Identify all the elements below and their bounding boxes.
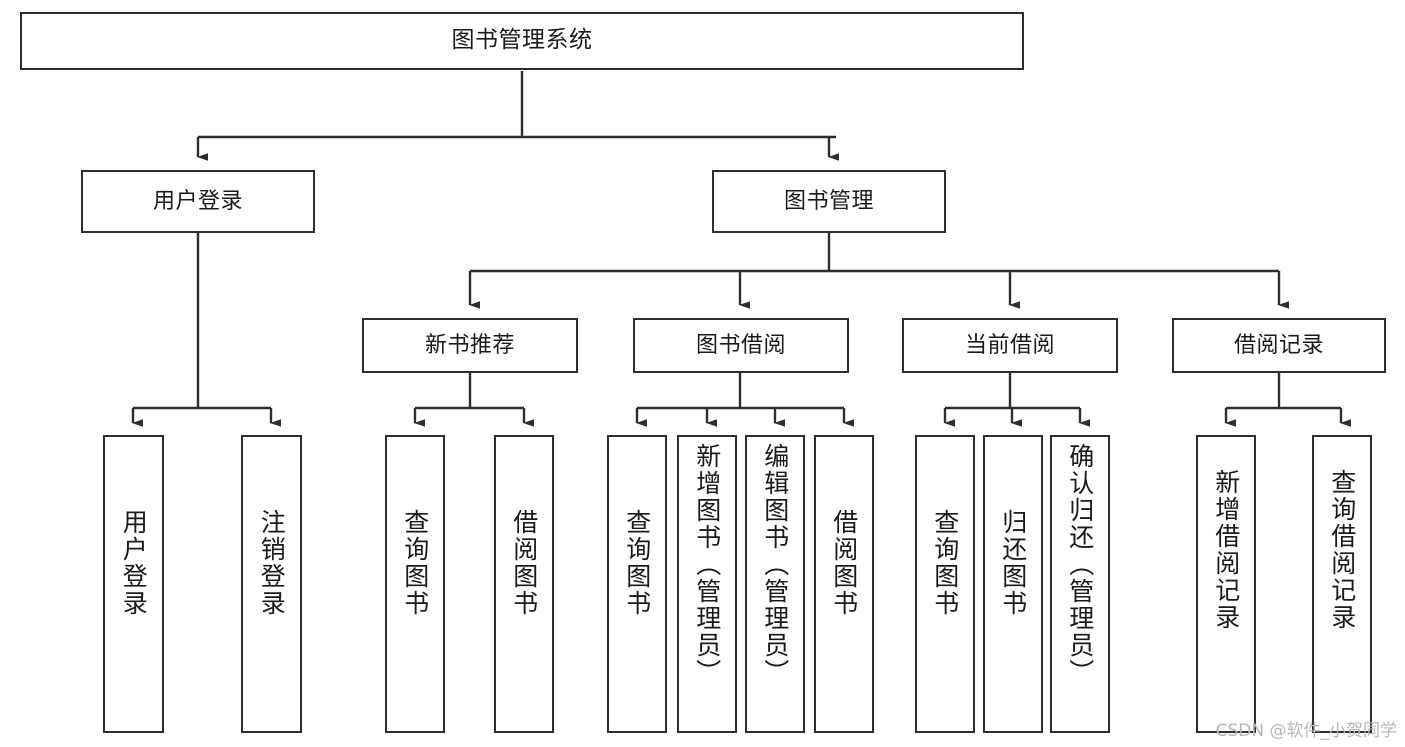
- edge-user-login-to-leaves: [131, 233, 281, 427]
- leaf-query-book-3-label: 查询图书: [930, 509, 960, 617]
- edge-new-book-recommend-to-leaves: [413, 373, 534, 427]
- node-current-borrow[interactable]: 当前借阅: [902, 318, 1118, 373]
- leaf-query-book-1[interactable]: 查询图书: [385, 435, 445, 733]
- leaf-edit-book-label: 编辑图书（管理员）: [760, 443, 790, 686]
- node-root[interactable]: 图书管理系统: [20, 12, 1024, 70]
- node-user-login-label: 用户登录: [152, 188, 243, 214]
- edge-borrow-record-to-leaves: [1224, 373, 1351, 427]
- leaf-logout-login[interactable]: 注销登录: [241, 435, 302, 733]
- node-book-manage[interactable]: 图书管理: [712, 170, 946, 233]
- node-book-borrow-label: 图书借阅: [695, 332, 786, 358]
- node-borrow-record-label: 借阅记录: [1233, 332, 1324, 358]
- node-current-borrow-label: 当前借阅: [964, 332, 1055, 358]
- edge-book-borrow-to-leaves: [635, 373, 854, 427]
- leaf-edit-book[interactable]: 编辑图书（管理员）: [745, 435, 805, 733]
- leaf-add-record[interactable]: 新增借阅记录: [1196, 435, 1256, 733]
- edge-book-manage-to-level3: [468, 233, 1289, 309]
- node-new-book-recommend-label: 新书推荐: [424, 332, 515, 358]
- watermark: CSDN @软件_小贺同学: [1215, 721, 1397, 741]
- leaf-query-book-1-label: 查询图书: [400, 509, 430, 617]
- node-user-login[interactable]: 用户登录: [81, 170, 315, 233]
- leaf-add-record-label: 新增借阅记录: [1211, 469, 1241, 631]
- leaf-borrow-book-2[interactable]: 借阅图书: [814, 435, 874, 733]
- leaf-borrow-book-2-label: 借阅图书: [829, 509, 859, 617]
- node-book-manage-label: 图书管理: [783, 188, 874, 214]
- leaf-query-book-2[interactable]: 查询图书: [607, 435, 667, 733]
- leaf-user-login[interactable]: 用户登录: [103, 435, 164, 733]
- edge-current-borrow-to-leaves: [943, 373, 1090, 427]
- leaf-return-book[interactable]: 归还图书: [983, 435, 1043, 733]
- node-book-borrow[interactable]: 图书借阅: [633, 318, 849, 373]
- leaf-borrow-book-1[interactable]: 借阅图书: [494, 435, 554, 733]
- node-new-book-recommend[interactable]: 新书推荐: [362, 318, 578, 373]
- leaf-add-book[interactable]: 新增图书（管理员）: [677, 435, 737, 733]
- leaf-user-login-label: 用户登录: [119, 509, 149, 617]
- leaf-confirm-return[interactable]: 确认归还（管理员）: [1050, 435, 1110, 733]
- leaf-query-book-2-label: 查询图书: [622, 509, 652, 617]
- leaf-query-book-3[interactable]: 查询图书: [915, 435, 975, 733]
- leaf-add-book-label: 新增图书（管理员）: [692, 443, 722, 686]
- leaf-borrow-book-1-label: 借阅图书: [509, 509, 539, 617]
- leaf-return-book-label: 归还图书: [998, 509, 1028, 617]
- edge-root-to-level2: [196, 71, 839, 161]
- node-root-label: 图书管理系统: [451, 27, 593, 54]
- leaf-query-record-label: 查询借阅记录: [1327, 469, 1357, 631]
- node-borrow-record[interactable]: 借阅记录: [1172, 318, 1386, 373]
- leaf-confirm-return-label: 确认归还（管理员）: [1065, 443, 1095, 686]
- leaf-query-record[interactable]: 查询借阅记录: [1312, 435, 1372, 733]
- leaf-logout-login-label: 注销登录: [257, 509, 287, 617]
